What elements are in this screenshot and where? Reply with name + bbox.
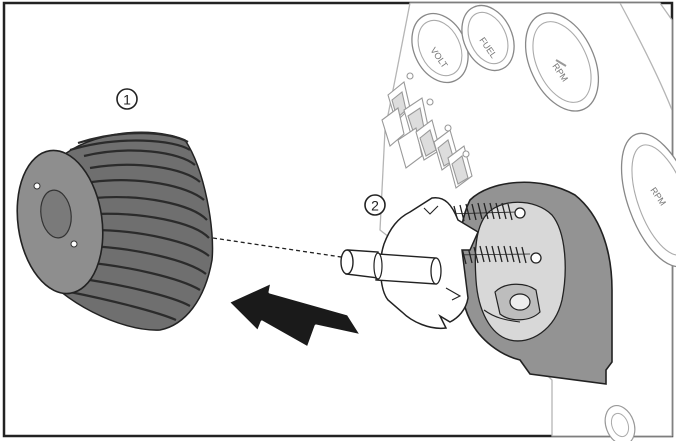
alignment-dashed-line <box>212 237 349 259</box>
steering-shaft <box>340 249 442 285</box>
shaft-housing <box>457 181 613 385</box>
tension-springs <box>445 202 542 265</box>
rocker-switch-block <box>381 72 473 189</box>
removal-direction-arrow <box>226 280 364 350</box>
callout-1-number: 1 <box>123 92 131 108</box>
callout-1: 1 <box>116 88 138 110</box>
knob-center-recess <box>40 189 72 239</box>
gauge-fuel: FUEL <box>461 4 515 72</box>
gauge-rpm-top: RPM <box>524 12 600 112</box>
cam-bolt-head <box>509 293 531 311</box>
gauge-volt: VOLT <box>411 12 469 84</box>
callout-2: 2 <box>364 194 386 216</box>
gauge-rpm-right: RPM <box>620 132 676 268</box>
callout-2-number: 2 <box>371 198 379 214</box>
knob-hole-top <box>33 182 41 190</box>
steering-knob <box>16 131 214 331</box>
knob-hole-bottom <box>70 240 78 248</box>
gauge-bottom-partial <box>604 405 636 445</box>
